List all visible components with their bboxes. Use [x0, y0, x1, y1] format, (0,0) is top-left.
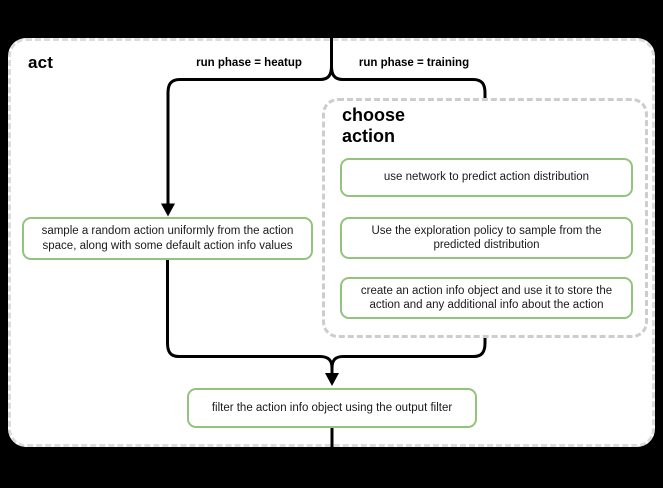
diagram-title: act	[28, 53, 54, 72]
choose-action-group-title: choose action	[342, 105, 406, 146]
node-sample-random-action: sample a random action uniformly from th…	[22, 217, 313, 260]
node-use-network-predict: use network to predict action distributi…	[340, 158, 633, 197]
node-exploration-policy: Use the exploration policy to sample fro…	[340, 217, 633, 259]
node-filter-action-info: filter the action info object using the …	[187, 388, 477, 428]
branch-label-training: run phase = training	[358, 57, 470, 69]
node-create-action-info: create an action info object and use it …	[340, 277, 633, 319]
branch-label-heatup: run phase = heatup	[196, 57, 302, 69]
